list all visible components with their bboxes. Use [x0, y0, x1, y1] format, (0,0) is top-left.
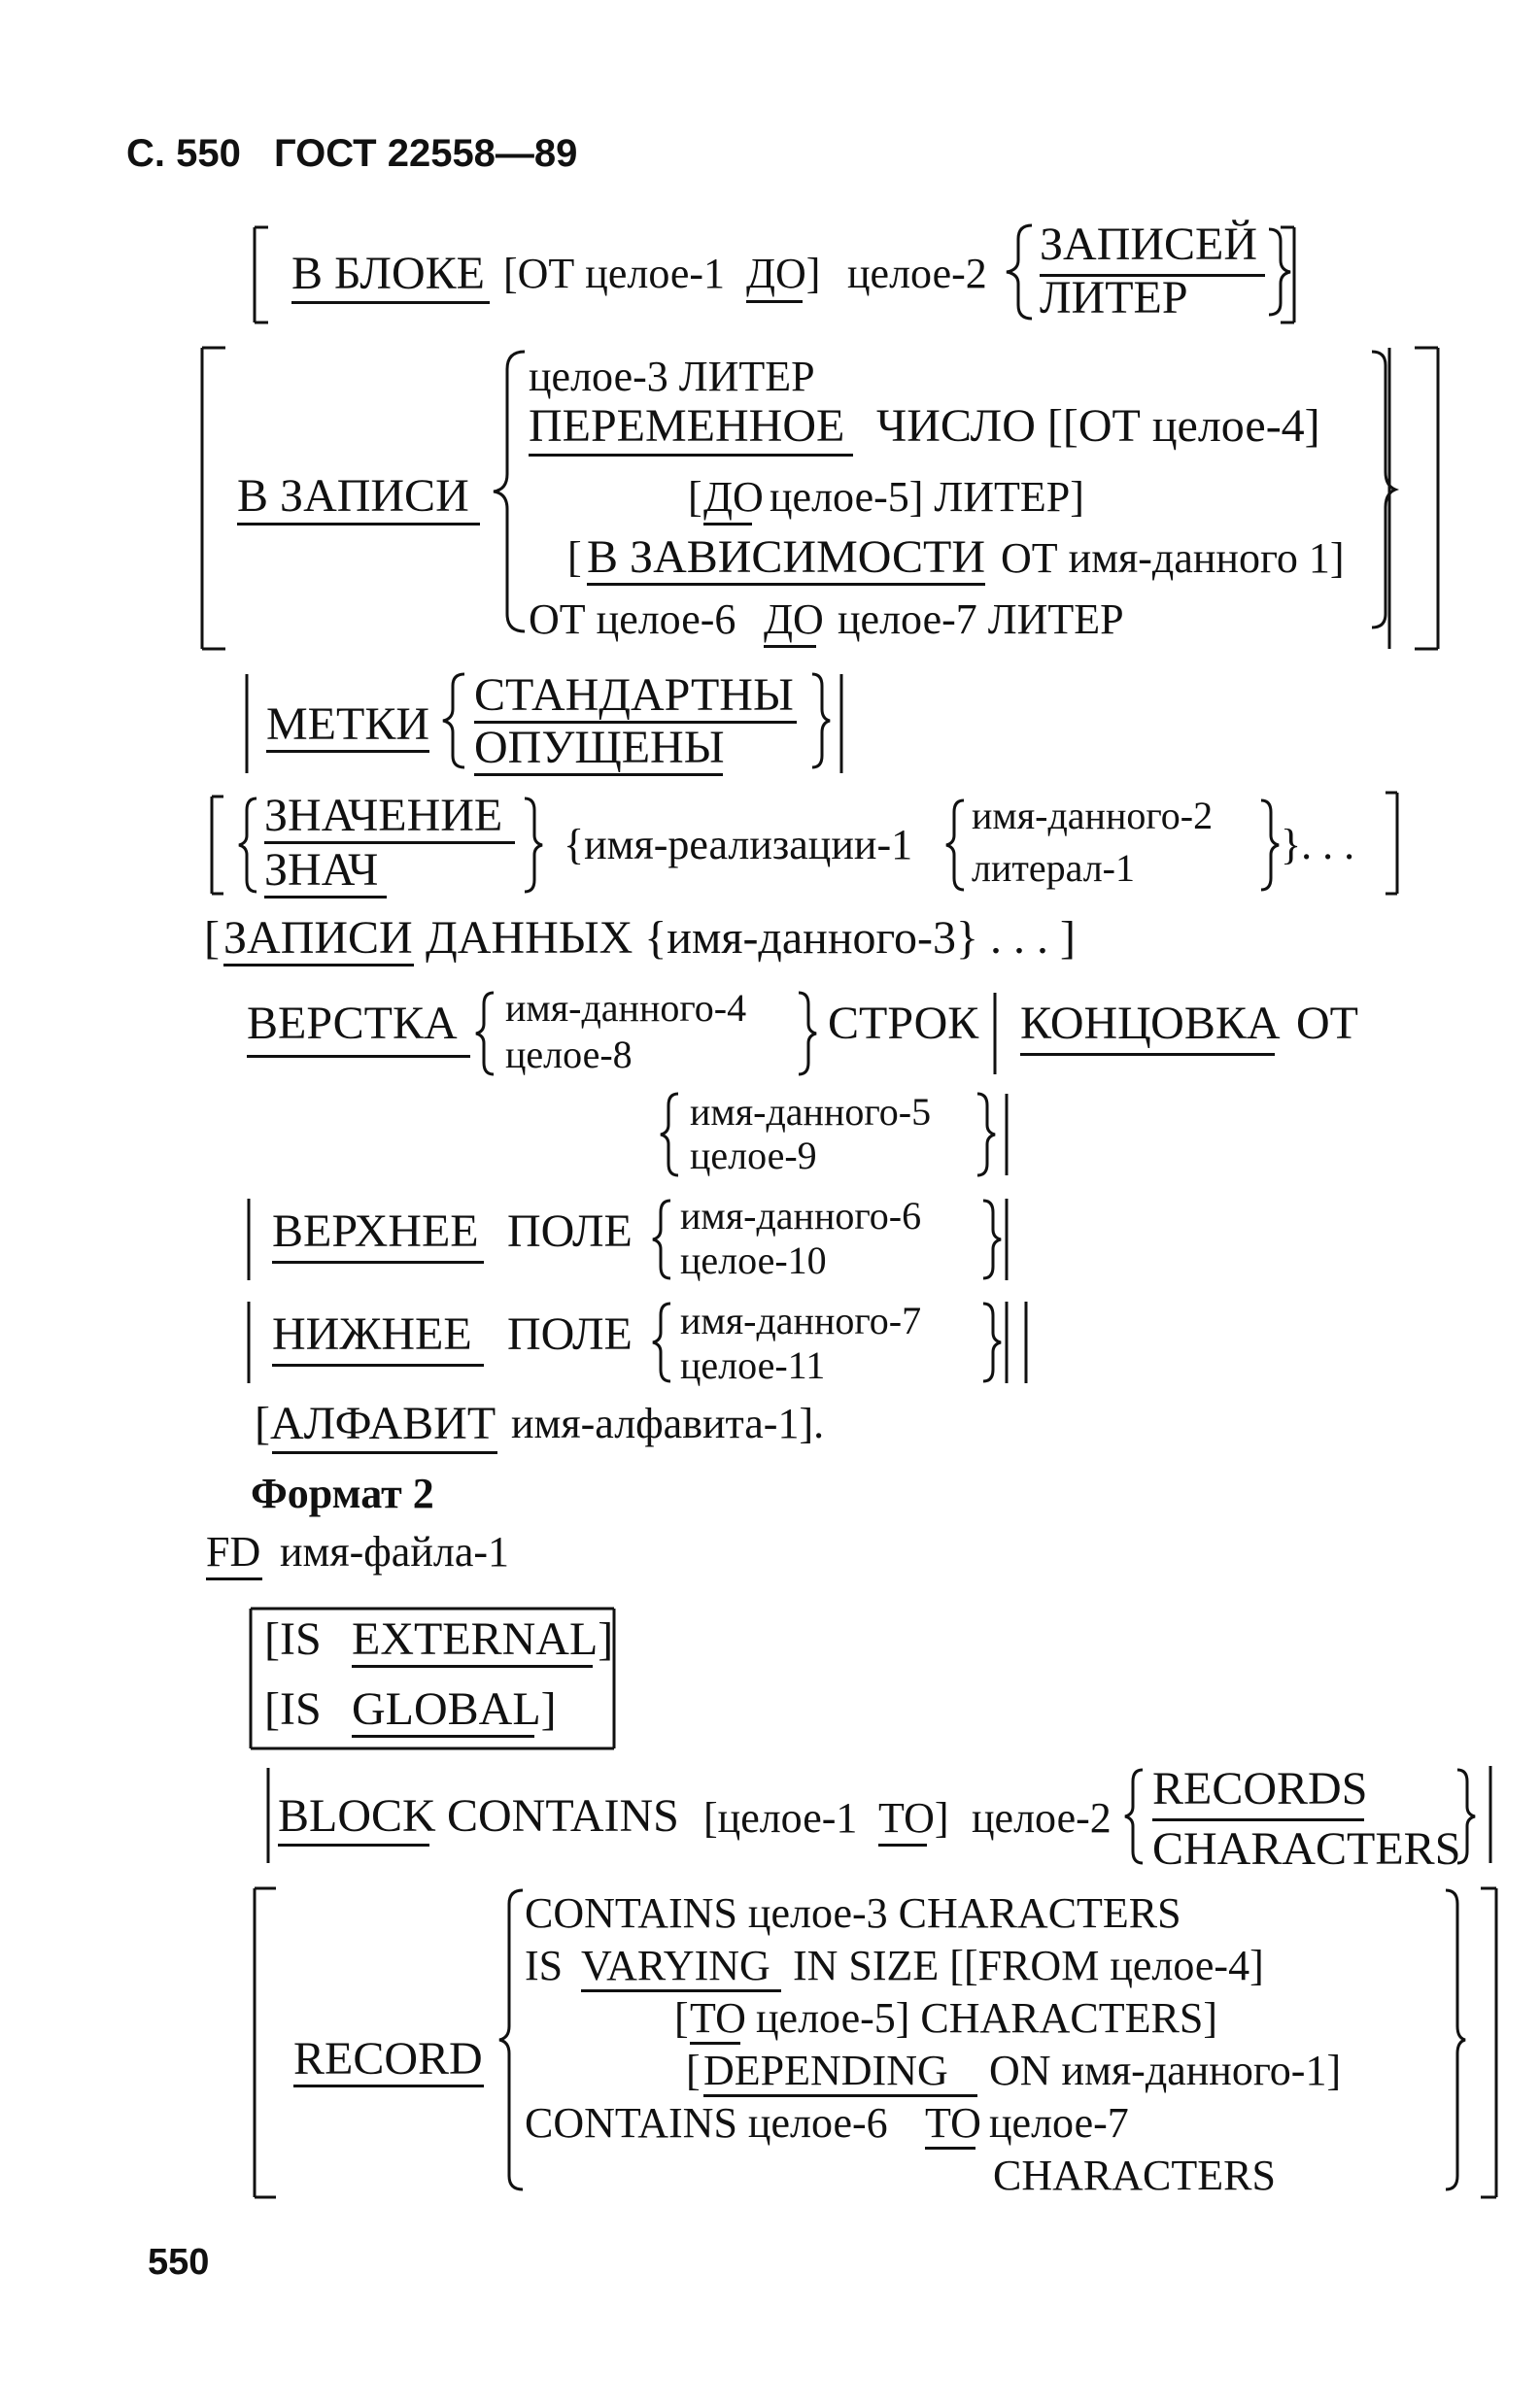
- page-number: 550: [148, 2242, 210, 2283]
- value-keyword-long: ЗНАЧЕНИЕ: [264, 790, 503, 841]
- curly-brace: [1268, 227, 1291, 317]
- data-records-rest: ДАННЫХ {имя-данного-3} . . . ]: [426, 912, 1077, 964]
- record-en-line-6: CHARACTERS: [993, 2152, 1276, 2199]
- record-en-varying-keyword: VARYING: [581, 1942, 770, 1989]
- record-line-2: ЧИСЛО [[ОТ целое-4]: [876, 400, 1320, 452]
- fd-keyword: FD: [206, 1528, 261, 1576]
- record-depending-keyword: В ЗАВИСИМОСТИ: [587, 531, 986, 583]
- linage-at: ОТ: [1296, 998, 1358, 1049]
- labels-option-standard: СТАНДАРТНЫ: [474, 669, 794, 721]
- record-en-line-4-open: [: [686, 2047, 701, 2094]
- alphabet-keyword: [АЛФАВИТ: [255, 1398, 496, 1449]
- record-line-3: целое-5] ЛИТЕР]: [770, 473, 1084, 521]
- block-to-keyword: ДО]: [746, 250, 821, 297]
- record-en-line-3: целое-5] CHARACTERS]: [756, 1994, 1217, 2042]
- bottom-margin: ПОЛЕ: [507, 1308, 633, 1360]
- block-keyword: В БЛОКЕ: [291, 248, 485, 299]
- top-margin: ПОЛЕ: [507, 1205, 633, 1257]
- record-en-line-5a: CONTAINS целое-6: [525, 2099, 888, 2147]
- block-from: [ОТ целое-1: [503, 250, 726, 297]
- block-option-chars: ЛИТЕР: [1040, 272, 1188, 323]
- block-from-int: [целое-1: [703, 1794, 858, 1842]
- curly-brace: [1371, 350, 1400, 629]
- record-en-line-1: CONTAINS целое-3 CHARACTERS: [525, 1889, 1181, 1937]
- record-en-line-5-to-keyword: TO: [925, 2099, 981, 2147]
- format-2-title: Формат 2: [251, 1470, 434, 1517]
- record-to-keyword: ДО: [703, 473, 764, 521]
- top-option-int: целое-10: [680, 1238, 827, 1282]
- page-label: С. 550: [126, 132, 241, 175]
- top-keyword: ВЕРХНЕЕ: [272, 1205, 479, 1257]
- fd-file-name: имя-файла-1: [280, 1528, 510, 1576]
- value-option-literal: литерал-1: [972, 846, 1135, 890]
- value-implementor-name: {имя-реализации-1: [564, 821, 913, 868]
- record-en-depending-keyword: DEPENDING: [703, 2047, 948, 2094]
- alphabet-rest: имя-алфавита-1].: [511, 1400, 825, 1447]
- block-option-characters-en: CHARACTERS: [1152, 1823, 1461, 1875]
- square-bracket: [1281, 225, 1296, 324]
- data-records-keyword: ЗАПИСИ: [223, 912, 413, 964]
- block-option-records: ЗАПИСЕЙ: [1040, 219, 1258, 270]
- record-en-line-2: IN SIZE [[FROM целое-4]: [793, 1942, 1264, 1989]
- labels-option-omitted: ОПУЩЕНЫ: [474, 722, 725, 773]
- record-line-3-open: [: [688, 473, 702, 521]
- global-keyword: GLOBAL]: [352, 1683, 557, 1735]
- data-records-open: [: [204, 912, 220, 964]
- record-line-5b: целое-7 ЛИТЕР: [838, 595, 1124, 643]
- document-code: ГОСТ 22558—89: [274, 132, 578, 175]
- value-keyword-short: ЗНАЧ: [264, 844, 379, 896]
- record-line-4: ОТ имя-данного 1]: [1001, 534, 1345, 582]
- external-keyword: EXTERNAL]: [352, 1613, 614, 1665]
- labels-keyword: МЕТКИ: [266, 698, 429, 750]
- external-open: [IS: [264, 1613, 322, 1665]
- block-contains: CONTAINS: [447, 1790, 679, 1842]
- square-bracket: [200, 346, 225, 651]
- curly-brace: [1006, 223, 1033, 321]
- block-int2-en: целое-2: [972, 1794, 1112, 1842]
- record-en-to-keyword: TO: [690, 1994, 746, 2042]
- bottom-keyword: НИЖНЕЕ: [272, 1308, 472, 1360]
- linage-option-dataname: имя-данного-4: [505, 986, 747, 1030]
- square-bracket: [1415, 346, 1440, 651]
- block-int2: целое-2: [847, 250, 987, 297]
- record-en-is: IS: [525, 1942, 564, 1989]
- linage-option-dataname-5: имя-данного-5: [690, 1090, 932, 1134]
- top-option-dataname: имя-данного-6: [680, 1194, 922, 1238]
- linage-keyword: ВЕРСТКА: [247, 998, 458, 1049]
- linage-option-int: целое-8: [505, 1033, 633, 1076]
- record-en-line-5b: целое-7: [989, 2099, 1129, 2147]
- value-ellipsis: }. . .: [1281, 821, 1355, 868]
- square-bracket: [253, 225, 268, 324]
- linage-footing-keyword: КОНЦОВКА: [1020, 998, 1281, 1049]
- record-line-5-to-keyword: ДО: [764, 595, 824, 643]
- record-keyword-en: RECORD: [293, 2033, 483, 2085]
- linage-option-int-9: целое-9: [690, 1134, 817, 1177]
- record-line-1: целое-3 ЛИТЕР: [529, 353, 815, 400]
- linage-lines: СТРОК: [828, 998, 979, 1049]
- record-en-line-4: ON имя-данного-1]: [989, 2047, 1342, 2094]
- record-en-line-3-open: [: [674, 1994, 689, 2042]
- record-line-4-open: [: [567, 533, 582, 581]
- record-line-5a: ОТ целое-6: [529, 595, 736, 643]
- bottom-option-int: целое-11: [680, 1343, 826, 1387]
- global-open: [IS: [264, 1683, 322, 1735]
- value-option-dataname: имя-данного-2: [972, 794, 1214, 837]
- record-varying-keyword: ПЕРЕМЕННОЕ: [529, 400, 845, 452]
- curly-brace: [493, 350, 526, 633]
- block-to-keyword-en: TO]: [878, 1794, 949, 1842]
- block-contains-keyword: BLOCK: [278, 1790, 436, 1842]
- record-keyword: В ЗАПИСИ: [237, 470, 469, 522]
- block-option-records-en: RECORDS: [1152, 1763, 1368, 1814]
- bottom-option-dataname: имя-данного-7: [680, 1299, 922, 1342]
